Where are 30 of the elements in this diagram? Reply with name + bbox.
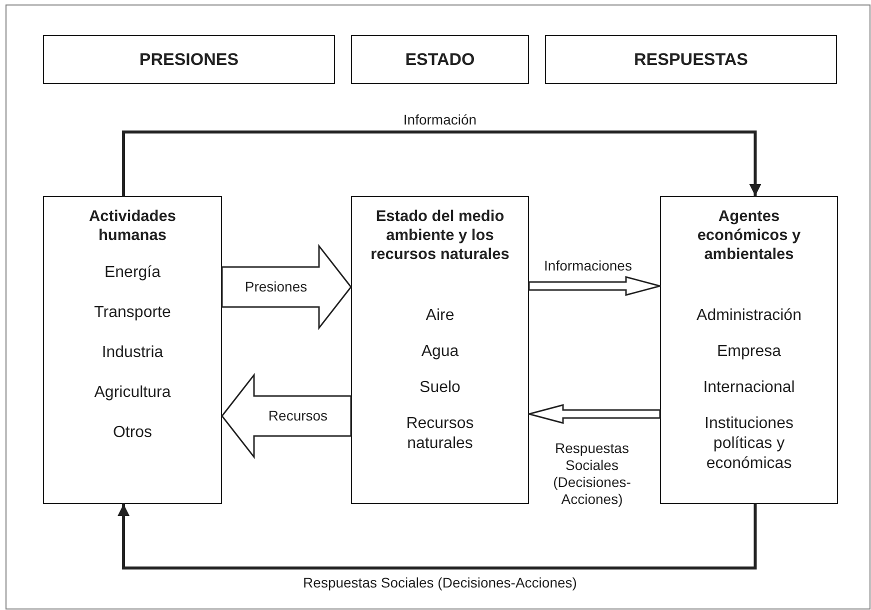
list-item: Administración [696,306,802,326]
category-box [351,35,529,84]
arrow [118,504,757,570]
box-heading: Actividades humanas [88,207,177,245]
category-label: RESPUESTAS [634,50,748,70]
list-item: Empresa [716,342,782,362]
box-heading: Estado del medio ambiente y los recursos naturales [370,207,510,264]
category-box [545,35,837,84]
list-item: Instituciones políticas y económicas [704,414,794,474]
arrow [122,130,762,196]
list-item: Industria [102,343,164,363]
category-box [43,35,335,84]
list-item: Aire [426,306,454,326]
process-box [660,196,838,504]
hollow-arrow [528,276,663,296]
list-item: Internacional [703,378,795,398]
list-item: Transporte [94,303,171,323]
list-item: Agricultura [94,383,171,403]
list-item: Otros [112,423,152,443]
list-item: Agua [421,342,459,362]
list-item: Suelo [420,378,460,398]
hollow-arrow [526,404,661,424]
category-label: PRESIONES [139,50,239,70]
edge-label: Respuestas Sociales (Decisiones-Acciones) [301,574,579,592]
category-label: ESTADO [405,50,475,70]
box-heading: Agentes económicos y ambientales [696,207,802,264]
list-item: Recursos naturales [405,414,475,454]
list-item: Energía [104,263,161,283]
process-box [43,196,222,504]
process-box [351,196,529,504]
